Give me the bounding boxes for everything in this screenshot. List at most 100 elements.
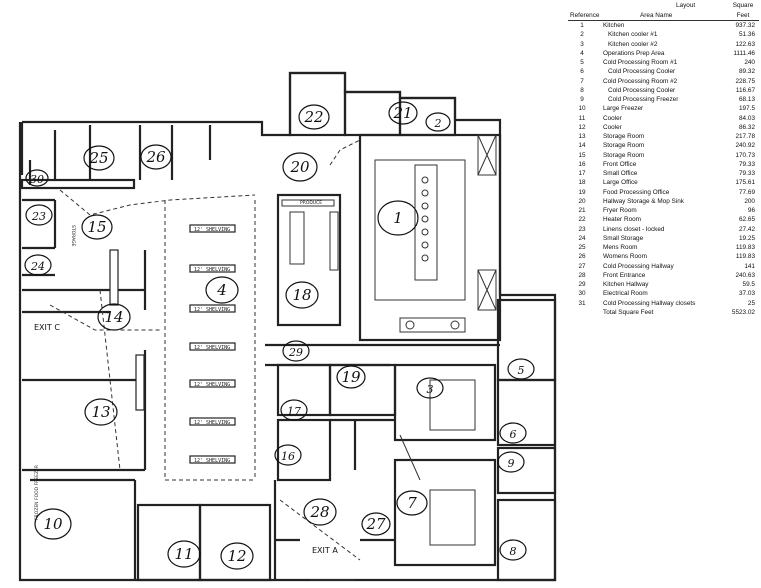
room-number-14: 14	[104, 308, 123, 326]
room-number-circle	[388, 101, 418, 125]
room-number-11: 11	[174, 545, 193, 563]
legend-square-feet: 84.03	[739, 114, 755, 122]
legend-area-name: Cold Processing Freezer	[608, 96, 679, 103]
room-number-3: 3	[427, 383, 434, 396]
legend-square-feet: 1111.46	[733, 49, 755, 57]
legend-square-feet: 200	[744, 197, 755, 205]
legend-area-name: Large Freezer	[603, 105, 644, 113]
front-entrance	[273, 480, 395, 581]
office-block: PRODUCE	[276, 193, 342, 327]
legend-ref: 19	[578, 188, 586, 196]
legend-square-feet: 86.32	[739, 123, 755, 131]
room-number-circle	[285, 281, 319, 309]
legend-area-name: Hallway Storage & Mop Sink	[603, 197, 684, 205]
legend-square-feet: 79.33	[739, 170, 755, 177]
storage-label: STORAGE	[70, 225, 76, 247]
room-number-circle	[507, 358, 535, 380]
legend-area-name: Storage Room	[603, 142, 645, 150]
legend-ref: 7	[580, 77, 584, 85]
legend-ref: 28	[578, 271, 586, 279]
room-number-19: 19	[341, 368, 361, 386]
room-number-circle	[377, 200, 419, 236]
room-number-13: 13	[91, 403, 110, 421]
room-number-17: 17	[287, 405, 301, 418]
legend-area-name: Linens closet - locked	[603, 225, 665, 233]
legend-area-name: Total Square Feet	[603, 308, 654, 316]
room-number-circle	[282, 340, 310, 362]
legend-area-name: Large Office	[603, 179, 638, 187]
room-number-circle	[83, 145, 115, 171]
room-number-circle	[416, 377, 444, 399]
legend-square-feet: 89.32	[739, 68, 755, 76]
room-number-5: 5	[518, 364, 525, 377]
legend-area-name: Heater Room	[603, 216, 642, 224]
legend-square-feet: 217.78	[735, 133, 755, 140]
room-number-circle	[220, 542, 254, 570]
legend-area-name: Mens Room	[603, 244, 638, 251]
legend-square-feet: 25	[747, 299, 755, 307]
legend-square-feet: 228.75	[735, 77, 755, 85]
legend-area-name: Cold Processing Hallway	[603, 262, 674, 270]
legend-ref: 14	[578, 142, 586, 150]
legend-square-feet: 68.13	[739, 96, 755, 103]
reference-header: Reference	[570, 12, 600, 19]
header-divider	[568, 20, 759, 21]
legend-ref: 2	[580, 31, 584, 39]
legend-ref: 26	[578, 253, 586, 261]
room-number-22: 22	[303, 108, 323, 126]
legend-ref: 11	[578, 114, 586, 122]
shelf-label: 12' SHELVING	[194, 458, 230, 464]
room-number-circle	[24, 254, 52, 276]
legend-area-name: Front Entrance	[603, 271, 646, 279]
legend-area-name: Electrical Room	[603, 290, 648, 298]
floor-plan: 12' SHELVING 12' SHELVING 12' SHELVING 1…	[18, 71, 557, 582]
room-number-circle	[298, 104, 330, 130]
room-number-circle	[81, 214, 113, 240]
legend-area-name: Cold Processing Hallway closets	[603, 299, 696, 307]
legend-ref: 20	[578, 197, 586, 205]
legend-ref: 12	[578, 123, 586, 131]
legend-area-name: Front Office	[603, 160, 637, 168]
room-number-26: 26	[145, 148, 166, 166]
left-rooms	[20, 125, 272, 582]
room-number-20: 20	[289, 158, 310, 176]
exit-c-label: EXIT C	[34, 323, 60, 332]
square-header: Square	[732, 2, 754, 9]
legend-square-feet: 51.36	[739, 31, 755, 39]
legend-ref: 9	[580, 96, 584, 103]
legend-square-feet: 27.42	[739, 225, 755, 233]
room-number-6: 6	[510, 428, 517, 441]
room-number-25: 25	[88, 149, 108, 167]
room-number-2: 2	[434, 117, 442, 130]
legend-area-name: Cold Processing Cooler	[608, 68, 676, 76]
room-number-16: 16	[281, 450, 295, 463]
freezer-label: FROZEN FOOD FREEZER	[34, 465, 40, 520]
legend-area-name: Storage Room	[603, 133, 645, 140]
room-number-7: 7	[407, 494, 417, 512]
legend-square-feet: 175.61	[735, 179, 755, 187]
room-number-circle	[25, 204, 53, 226]
room-number-circle	[205, 276, 239, 304]
legend-area-name: Cold Processing Cooler	[608, 86, 676, 94]
room-number-29: 29	[288, 346, 303, 359]
legend-row: 20 Hallway Storage & Mop Sink 200	[568, 198, 761, 207]
legend-ref: 8	[580, 86, 584, 94]
legend-area-name: Kitchen	[603, 22, 625, 29]
legend-ref: 27	[578, 262, 586, 270]
